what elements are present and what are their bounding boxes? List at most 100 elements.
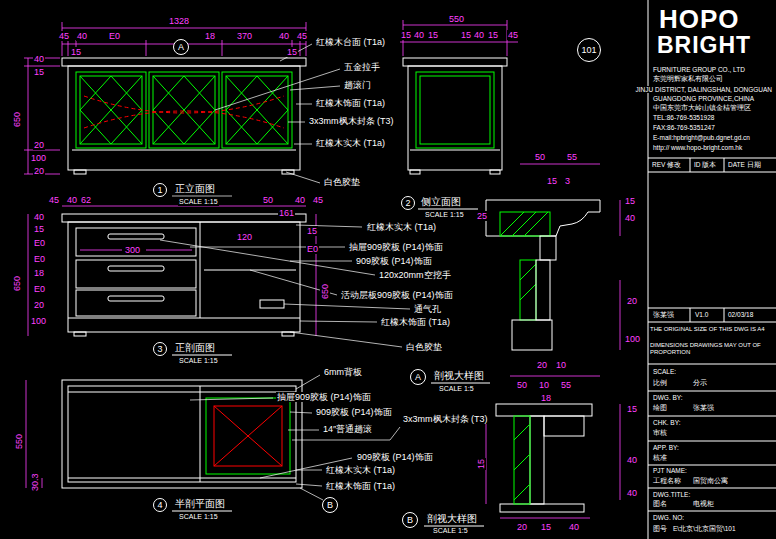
dimension: 15 xyxy=(540,522,552,532)
scale-note: SCALE 1:15 xyxy=(178,513,219,521)
title-block-text: 工程名称 xyxy=(652,477,682,484)
material-note: 趟滚门 xyxy=(343,80,372,90)
callout-circle: 3 xyxy=(153,342,167,356)
scale-note: SCALE 1:5 xyxy=(438,385,475,393)
dimension: 15 xyxy=(33,224,45,234)
title-block-text: 国贸南公寓 xyxy=(692,477,729,484)
dimension: 15 xyxy=(286,47,298,57)
dimension: 100 xyxy=(30,153,47,163)
dimension: 10 xyxy=(555,360,567,370)
dimension: 650 xyxy=(12,275,22,292)
material-note: 红橡木实木 (T1a) xyxy=(315,138,386,148)
view-title: 剖视大样图 xyxy=(426,513,478,525)
dimension: 40 xyxy=(76,31,88,41)
dimension: 15 xyxy=(624,196,636,206)
title-block-text: DWG. BY: xyxy=(652,394,684,401)
view-title: 剖视大样图 xyxy=(433,370,485,382)
dimension: 40 xyxy=(294,195,306,205)
dimension: 20 xyxy=(626,296,638,306)
dimension: 18 xyxy=(33,268,45,278)
callout-circle: 1 xyxy=(153,183,167,197)
material-note: 红橡木实木 (T1a) xyxy=(325,465,396,475)
material-note: 3x3mm枫木封条 (T3) xyxy=(402,414,489,424)
material-note: 白色胶垫 xyxy=(405,342,443,352)
dimension: 120 xyxy=(236,232,253,242)
dimension: 40 xyxy=(33,54,45,64)
view-title: 正剖面图 xyxy=(174,342,216,354)
title-block-text: THE ORIGINAL SIZE OF THIS DWG IS A4 xyxy=(649,326,773,333)
callout-circle: 2 xyxy=(401,196,415,210)
material-note: 通气孔 xyxy=(413,304,442,314)
title-block-text: 张某强 xyxy=(692,404,715,411)
dimension: 40 xyxy=(413,30,425,40)
material-note: 五金拉手 xyxy=(343,62,381,72)
title-block-text: CHK. BY: xyxy=(652,419,681,426)
material-note: 14″普通趟滚 xyxy=(322,424,373,434)
title-block-text: DWG.TITLE: xyxy=(652,491,691,498)
dimension: 15 xyxy=(427,30,439,40)
callout-number: 4 xyxy=(157,501,162,510)
dimension: E0 xyxy=(306,244,319,254)
view-title: 正立面图 xyxy=(174,183,216,195)
title-block-text: JINJU DISTRICT, DALINGSHAN, DONGGUAN xyxy=(634,86,773,93)
material-note: 909胶板 (P14)饰面 xyxy=(315,407,393,417)
dimension: 40 xyxy=(624,213,636,223)
callout-number: B xyxy=(407,516,413,525)
scale-note: SCALE 1:15 xyxy=(178,198,219,206)
dimension: 10 xyxy=(538,380,550,390)
dimension: 100 xyxy=(30,316,47,326)
title-block-text: SCALE: xyxy=(652,368,677,375)
dimension: 45 xyxy=(58,31,70,41)
title-block-text: 东莞明辉家私有限公司 xyxy=(652,75,724,82)
title-block-text: ID 版本 xyxy=(693,161,717,168)
view-title: 半剖平面图 xyxy=(174,498,226,510)
title-block-text: 绘图 xyxy=(652,404,668,411)
title-block-text: V1.0 xyxy=(694,311,709,318)
dimension: 50 xyxy=(516,380,528,390)
dimension: 50 xyxy=(534,152,546,162)
material-note: 红橡木实木 (T1a) xyxy=(366,222,437,232)
dimension: 62 xyxy=(80,195,92,205)
title-block-text: http:// www.hopo-bright.com.hk xyxy=(652,144,743,151)
material-note: 抽屉909胶板 (P14)饰面 xyxy=(276,392,372,402)
material-note: 红橡木饰面 (T1a) xyxy=(380,317,451,327)
dimension: 20 xyxy=(536,360,548,370)
title-block-text: REV 修改 xyxy=(651,161,682,168)
title-block-text: DWG. NO: xyxy=(652,514,685,521)
material-note: 红橡木饰面 (T1a) xyxy=(325,481,396,491)
dimension: 1328 xyxy=(168,16,190,26)
material-note: 909胶板 (P14)饰面 xyxy=(355,256,433,266)
title-block-text: APP. BY: xyxy=(652,444,680,451)
dimension: 15 xyxy=(476,458,486,470)
material-note: 6mm背板 xyxy=(323,367,363,377)
dimension: 550 xyxy=(448,14,465,24)
callout-circle: A xyxy=(173,39,189,55)
title-block-text: 审核 xyxy=(652,429,668,436)
dimension: 15 xyxy=(306,226,318,236)
dimension: 55 xyxy=(566,152,578,162)
callout-number: A xyxy=(178,43,184,52)
material-note: 120x20mm空挖手 xyxy=(378,270,452,280)
dimension: 20 xyxy=(33,140,45,150)
dimension: 15 xyxy=(400,30,412,40)
title-block-text: E-mail:hpbright@pub.dgnet.gd.cn xyxy=(652,134,751,141)
dimension: 30.3 xyxy=(30,472,40,492)
title-block-text: 分示 xyxy=(692,379,708,386)
dimension: 45 xyxy=(296,31,308,41)
title-block-text: 核准 xyxy=(652,454,668,461)
material-note: 活动层板909胶板 (P14)饰面 xyxy=(340,290,454,300)
company-logo: BRIGHT xyxy=(656,34,752,57)
dimension: 20 xyxy=(33,300,45,310)
dimension: 650 xyxy=(320,283,330,300)
view-title: 侧立面图 xyxy=(420,196,462,208)
title-block-text: 图名 xyxy=(652,500,668,507)
dimension: 15 xyxy=(460,30,472,40)
dimension: 55 xyxy=(560,380,572,390)
dimension: 45 xyxy=(312,195,324,205)
title-block-text: 张某强 xyxy=(652,311,675,318)
dimension: 15 xyxy=(33,67,45,77)
dimension: 161 xyxy=(278,208,295,218)
dimension: E0 xyxy=(33,284,46,294)
title-block-text: 中国东莞市大岭山镇金桔管理区 xyxy=(652,104,752,111)
title-block-text: 图号 xyxy=(652,525,668,532)
